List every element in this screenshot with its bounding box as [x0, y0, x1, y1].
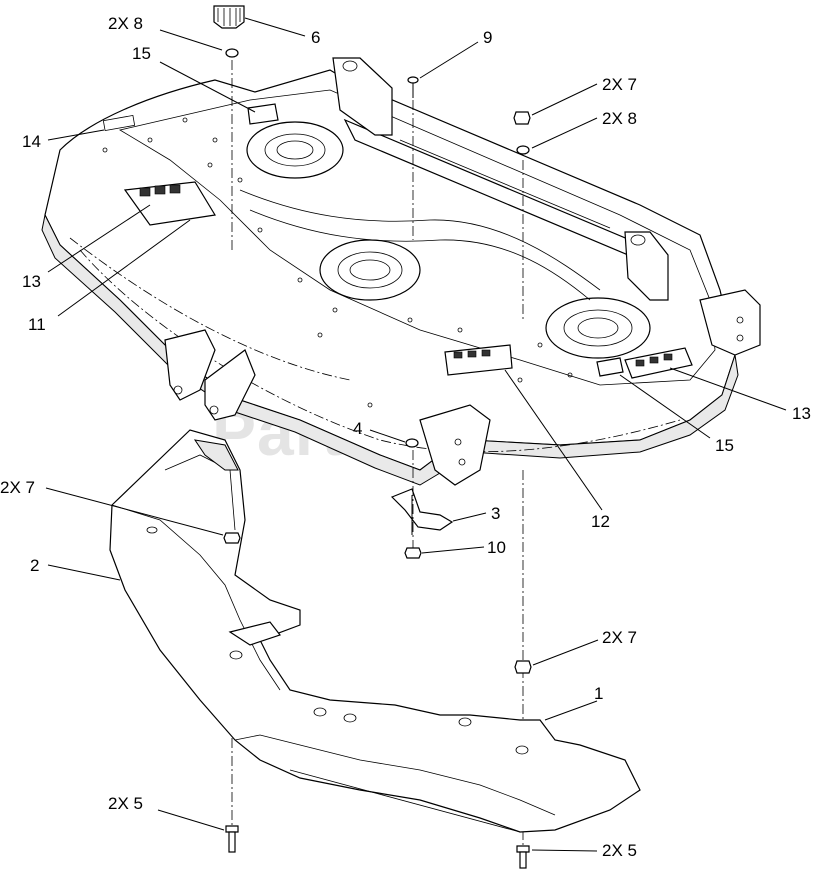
- callout-12: 12: [591, 512, 610, 531]
- callout-13-right: 13: [792, 404, 811, 423]
- callout-14: 14: [22, 132, 41, 151]
- washer-8-right: [516, 145, 530, 155]
- spindle-right: [545, 297, 651, 359]
- callout-9: 9: [483, 28, 492, 47]
- front-hanger-mid: [204, 349, 256, 421]
- decal-13-right: [624, 347, 693, 379]
- callout-13-left: 13: [22, 272, 41, 291]
- callout-10: 10: [487, 538, 506, 557]
- callout-2: 2: [30, 556, 39, 575]
- nut-10: [404, 547, 422, 559]
- callout-2x7-top: 2X 7: [602, 75, 637, 94]
- callout-2x7-left: 2X 7: [0, 478, 35, 497]
- assembly-axis-lines: [231, 60, 524, 850]
- callout-11: 11: [28, 315, 46, 334]
- discharge-chute-2: [109, 429, 641, 833]
- callout-2x5-right: 2X 5: [602, 841, 637, 860]
- callout-15-top: 15: [132, 44, 151, 63]
- decal-15: [247, 103, 624, 377]
- nut-7-left: [223, 532, 241, 544]
- mower-deck: [41, 57, 761, 486]
- callout-15-right: 15: [715, 436, 734, 455]
- bolt-5-right: [516, 845, 530, 869]
- callout-2x8-top: 2X 8: [108, 14, 143, 33]
- front-hanger-left: [164, 329, 216, 401]
- callout-1: 1: [594, 684, 603, 703]
- callout-6: 6: [311, 28, 320, 47]
- discharge-mount: [419, 404, 491, 486]
- washer-8-left: [225, 48, 239, 58]
- decal-14: [102, 115, 136, 131]
- spindle-left: [246, 121, 344, 179]
- decal-12: [444, 344, 513, 376]
- callout-3: 3: [491, 504, 500, 523]
- decal-11-13-left: [123, 181, 216, 226]
- leader-lines: [45, 17, 787, 852]
- callout-labels: 2X 8 6 15 9 2X 7 2X 8 14 13 11 13 15 4 2…: [0, 14, 811, 860]
- callout-4: 4: [353, 419, 362, 438]
- rear-bracket-right: [624, 231, 669, 301]
- height-adjust-block: [699, 289, 761, 356]
- spindle-center: [319, 239, 421, 301]
- washer-4: [405, 438, 419, 448]
- callout-2x5-left: 2X 5: [108, 794, 143, 813]
- bolt-5-left: [225, 825, 239, 853]
- pin-9: [407, 76, 419, 98]
- deck-holes: [102, 117, 573, 408]
- callout-2x7-mid: 2X 7: [602, 628, 637, 647]
- wing-knob-3: [390, 488, 454, 535]
- rear-bracket-left: [332, 57, 393, 136]
- nut-7-mid: [514, 660, 532, 674]
- knob-6: [213, 5, 245, 29]
- callout-2x8-right: 2X 8: [602, 109, 637, 128]
- nut-7-top-right: [513, 111, 531, 125]
